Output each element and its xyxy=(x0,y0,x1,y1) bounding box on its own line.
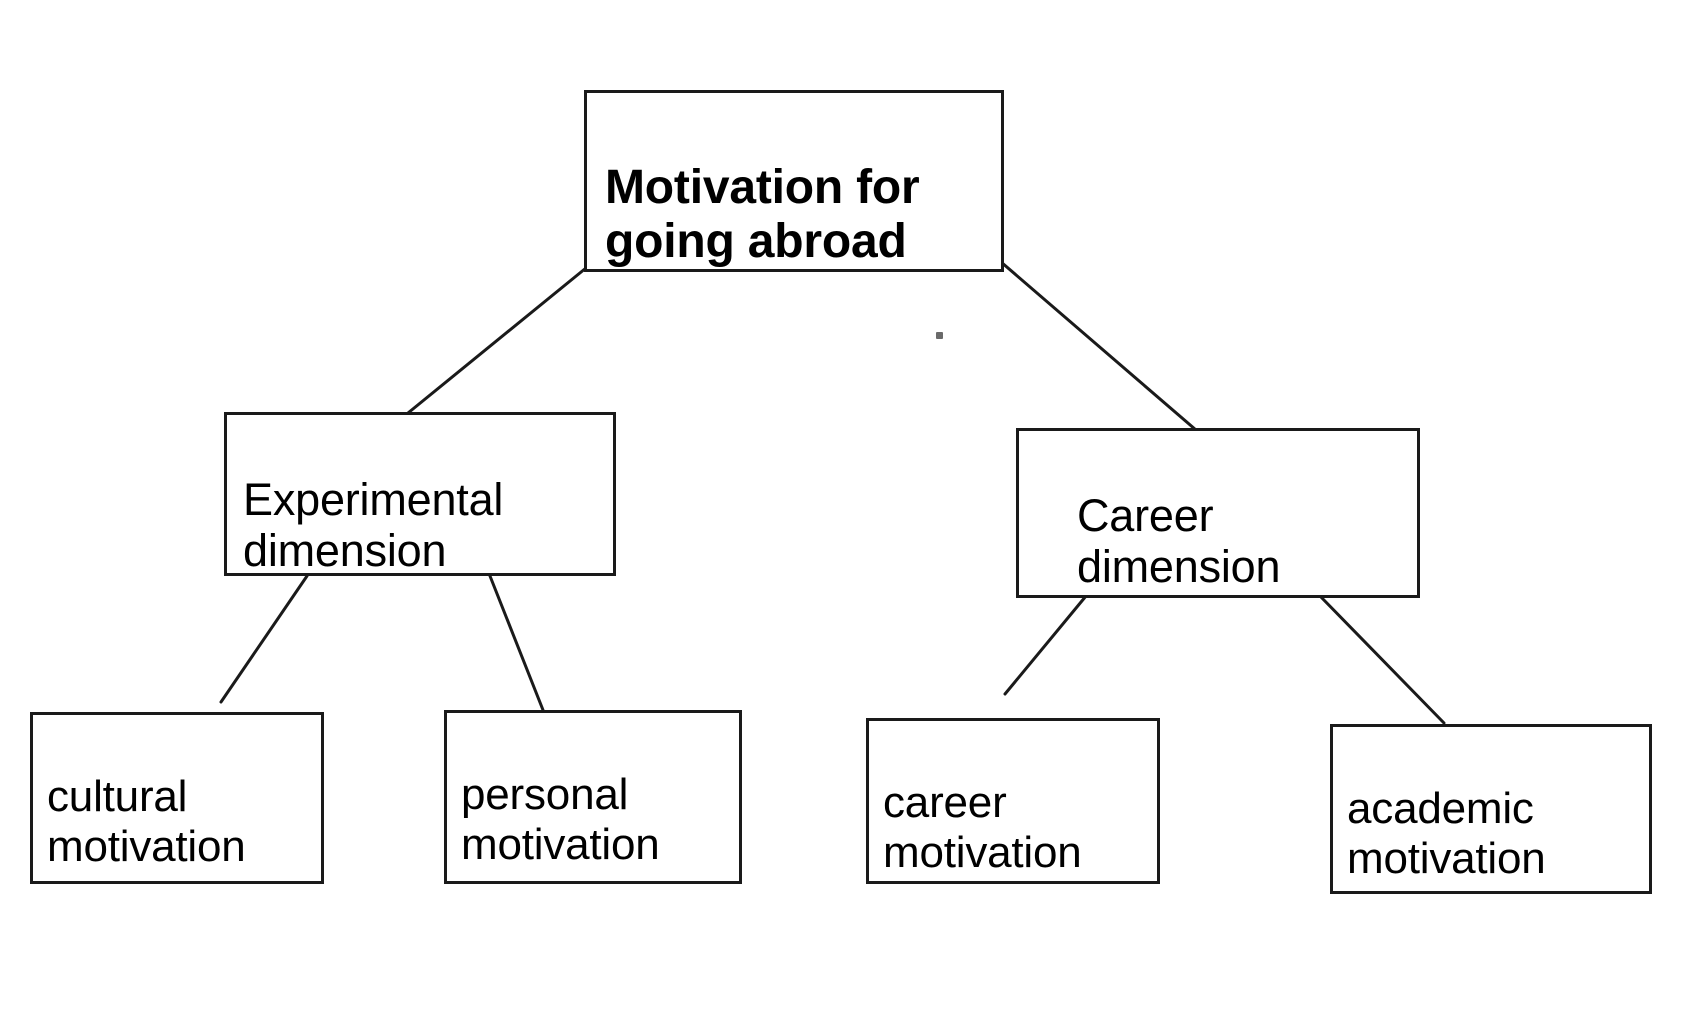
node-personal-motivation-label: personal motivation xyxy=(461,770,660,869)
edge-experimental-to-personal xyxy=(488,574,545,712)
node-career-motivation[interactable]: career motivation xyxy=(866,718,1160,884)
edge-career-dimension-to-career-motivation xyxy=(1003,594,1088,696)
edge-experimental-to-cultural xyxy=(219,574,309,704)
node-career-motivation-label: career motivation xyxy=(883,778,1082,877)
node-experimental-dimension-label: Experimental dimension xyxy=(243,474,504,576)
node-cultural-motivation[interactable]: cultural motivation xyxy=(30,712,324,884)
node-academic-motivation-label: academic motivation xyxy=(1347,784,1546,883)
scan-speck-artifact xyxy=(936,332,943,339)
edge-root-to-career-dimension xyxy=(999,260,1198,432)
node-root-label: Motivation for going abroad xyxy=(605,160,920,268)
node-personal-motivation[interactable]: personal motivation xyxy=(444,710,742,884)
node-experimental-dimension[interactable]: Experimental dimension xyxy=(224,412,616,576)
node-career-dimension[interactable]: Career dimension xyxy=(1016,428,1420,598)
node-root-motivation-for-going-abroad[interactable]: Motivation for going abroad xyxy=(584,90,1004,272)
node-cultural-motivation-label: cultural motivation xyxy=(47,772,246,871)
node-academic-motivation[interactable]: academic motivation xyxy=(1330,724,1652,894)
edge-career-dimension-to-academic xyxy=(1318,594,1446,725)
node-career-dimension-label: Career dimension xyxy=(1077,490,1281,592)
edge-root-to-experimental xyxy=(406,266,588,415)
